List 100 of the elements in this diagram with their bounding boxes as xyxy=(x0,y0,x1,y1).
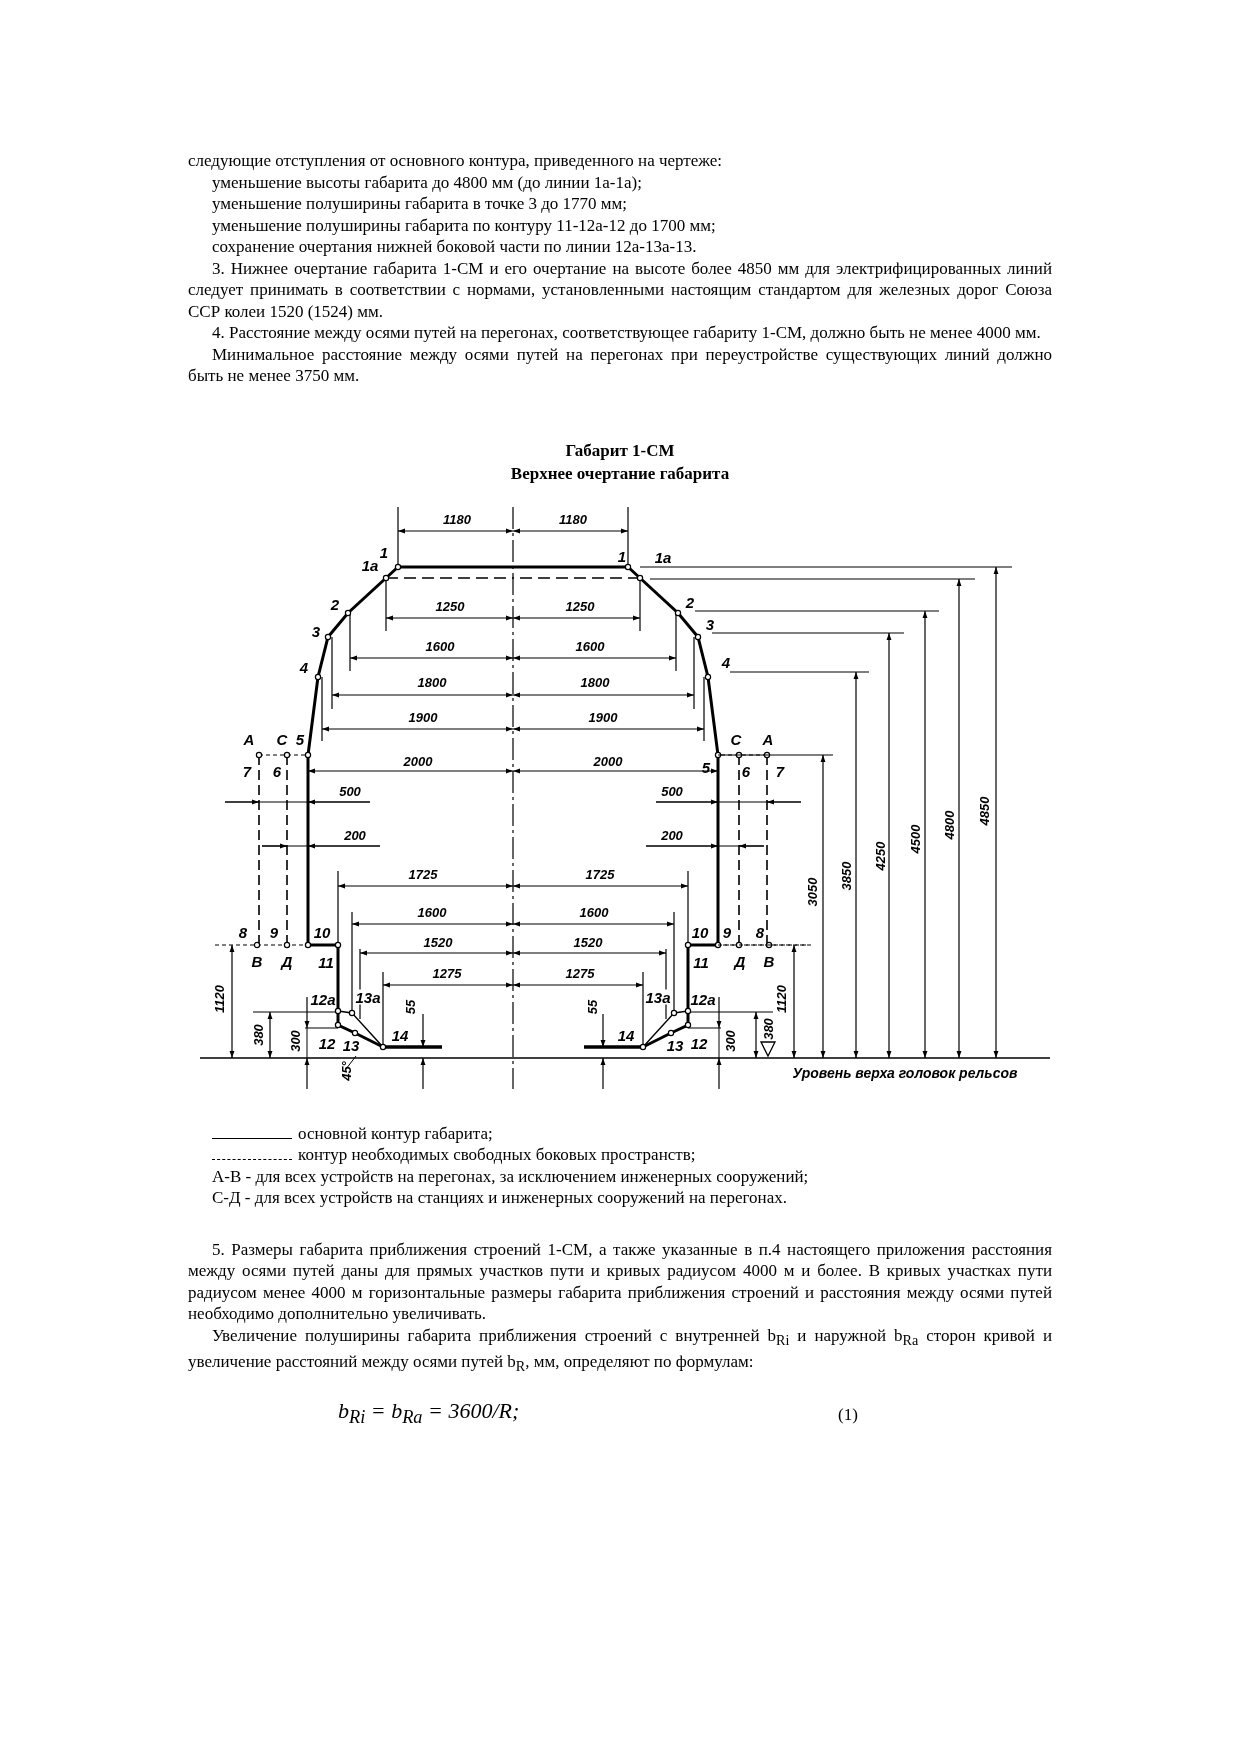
dimension-label: 1725 xyxy=(585,867,615,880)
dimension-label: 1275 xyxy=(565,966,595,979)
dimension-label: 1600 xyxy=(417,905,447,918)
point-label: 14 xyxy=(391,1027,409,1042)
dimension-label: 1900 xyxy=(408,710,438,723)
dimension-label: 1250 xyxy=(565,599,595,612)
dimension-label: 2000 xyxy=(593,754,623,767)
point-label: 14 xyxy=(617,1027,635,1042)
paragraph: 4. Расстояние между осями путей на перегонах, соответствующее габариту 1-СМ, должно быть не менее 4000 мм. xyxy=(211,322,1042,344)
point-label: 9 xyxy=(722,924,732,939)
dimension-label: 4800 xyxy=(942,810,956,839)
dimension-label: 500 xyxy=(661,784,683,797)
point-label: 3 xyxy=(311,623,321,638)
dimension-label: 500 xyxy=(339,784,361,797)
point-label: 8 xyxy=(238,924,248,939)
point-label: 12а xyxy=(310,991,336,1006)
point-label: 3 xyxy=(705,616,715,631)
point-label: С xyxy=(730,731,742,746)
dimension-label: 4850 xyxy=(977,796,991,825)
point-label: 7 xyxy=(775,763,785,778)
paragraph: 3. Нижнее очертание габарита 1-СМ и его очертание на высоте более 4850 мм для электрифицированных линий следует принимать в соответствии с нормами, установленными настоящим стандартом для железных дорог Союза ССР колеи 1520 (1524) мм. xyxy=(188,257,1052,322)
point-label: 10 xyxy=(691,924,709,939)
dimension-label: 1120 xyxy=(774,984,788,1013)
dimension-label: 1800 xyxy=(580,675,610,688)
dimension-label: 1120 xyxy=(212,984,226,1013)
point-label: 10 xyxy=(313,924,331,939)
legend-text: основной контур габарита; xyxy=(298,1122,493,1144)
note: С-Д - для всех устройств на станциях и инженерных сооружений на перегонах. xyxy=(211,1187,788,1209)
dimension-label: 3050 xyxy=(805,877,819,906)
paragraph: Минимальное расстояние между осями путей на перегонах при переустройстве существующих линий должно быть не менее 3750 мм. xyxy=(188,343,1052,387)
dimension-label: 2000 xyxy=(403,754,433,767)
dimension-label: 4500 xyxy=(908,824,922,853)
dimension-label: 1600 xyxy=(579,905,609,918)
point-label: А xyxy=(762,731,774,746)
point-label: 13 xyxy=(666,1037,684,1052)
equation-number: (1) xyxy=(838,1403,858,1426)
dimension-label: 45° xyxy=(339,1060,353,1081)
point-label: 6 xyxy=(741,763,751,778)
paragraph: уменьшение высоты габарита до 4800 мм (до линии 1а-1а); xyxy=(211,171,643,193)
point-label: 12 xyxy=(318,1035,336,1050)
point-label: 13 xyxy=(342,1037,360,1052)
dimension-label: 1180 xyxy=(559,512,587,525)
diagram-subtitle: Верхнее очертание габарита xyxy=(509,462,731,485)
dimension-label: 1520 xyxy=(573,935,603,948)
paragraph: уменьшение полуширины габарита по контуру 11-12а-12 до 1700 мм; xyxy=(211,214,717,236)
point-label: В xyxy=(763,953,775,968)
dimension-label: 1250 xyxy=(435,599,465,612)
paragraph: следующие отступления от основного контура, приведенного на чертеже: xyxy=(188,150,724,172)
point-label: Д xyxy=(734,953,746,968)
point-label: 8 xyxy=(755,924,765,939)
paragraph: 5. Размеры габарита приближения строений 1-СМ, а также указанные в п.4 настоящего приложения расстояния между осями путей даны для прямых участков пути и кривых радиусом 4000 м и более. В кривых участках пути радиусом менее 4000 м горизонтальные размеры габарита приближения строений и расстояния между осями путей необходимо дополнительно увеличивать. xyxy=(188,1238,1052,1325)
dimension-label: 4250 xyxy=(873,841,887,870)
point-label: 5 xyxy=(295,731,305,746)
dimension-label: 300 xyxy=(288,1029,302,1052)
point-label: 12 xyxy=(690,1035,708,1050)
paragraph: уменьшение полуширины габарита в точке 3 до 1770 мм; xyxy=(211,193,629,215)
dimension-label: 3850 xyxy=(839,861,853,890)
point-label: 2 xyxy=(685,594,695,609)
dimension-label: 55 xyxy=(585,999,599,1014)
point-label: 7 xyxy=(242,763,252,778)
level-note: Уровень верха головок рельсов xyxy=(792,1065,1018,1080)
dimension-label: 55 xyxy=(403,999,417,1014)
diagram-title: Габарит 1-СМ xyxy=(564,439,676,462)
point-label: 1а xyxy=(654,549,672,564)
dimension-label: 200 xyxy=(661,828,683,841)
point-label: 11 xyxy=(318,954,334,969)
point-label: 4 xyxy=(299,659,309,674)
point-label: С xyxy=(276,731,288,746)
point-label: 4 xyxy=(721,654,731,669)
point-label: В xyxy=(251,953,263,968)
paragraph: сохранение очертания нижней боковой части по линии 12а-13а-13. xyxy=(211,236,698,258)
point-label: А xyxy=(243,731,255,746)
formula: b$_{Ri}$ = b$_{Ra}$ = 3600/R; xyxy=(338,1400,521,1430)
dimension-label: 1800 xyxy=(417,675,447,688)
point-label: 1 xyxy=(617,548,627,563)
point-label: Д xyxy=(281,953,293,968)
point-label: 13а xyxy=(645,989,671,1004)
point-label: 1 xyxy=(379,544,389,559)
note: А-В - для всех устройств на перегонах, за исключением инженерных сооружений; xyxy=(211,1165,810,1187)
dimension-label: 1725 xyxy=(408,867,438,880)
dimension-label: 1520 xyxy=(423,935,453,948)
dimension-label: 1600 xyxy=(575,639,605,652)
dimension-label: 1180 xyxy=(443,512,471,525)
point-label: 11 xyxy=(693,954,709,969)
dimension-label: 1600 xyxy=(425,639,455,652)
point-label: 12а xyxy=(690,991,716,1006)
dimension-label: 1275 xyxy=(432,966,462,979)
dimension-label: 300 xyxy=(723,1029,737,1052)
point-label: 6 xyxy=(272,763,282,778)
point-label: 9 xyxy=(269,924,279,939)
point-label: 1а xyxy=(361,557,379,572)
dimension-label: 380 xyxy=(251,1023,265,1046)
point-label: 5 xyxy=(701,759,711,774)
point-label: 2 xyxy=(330,596,340,611)
dimension-label: 380 xyxy=(761,1017,775,1040)
dimension-label: 1900 xyxy=(588,710,618,723)
legend-text: контур необходимых свободных боковых пространств; xyxy=(298,1144,696,1166)
dimension-label: 200 xyxy=(344,828,366,841)
point-label: 13а xyxy=(355,989,381,1004)
paragraph: Увеличение полуширины габарита приближения строений с внутренней b$_{Ri}$ и наружной b$_{Ra}$ сторон кривой и увеличение расстояний между осями путей b$_{R}$, мм, определяют по формулам: xyxy=(188,1324,1052,1377)
